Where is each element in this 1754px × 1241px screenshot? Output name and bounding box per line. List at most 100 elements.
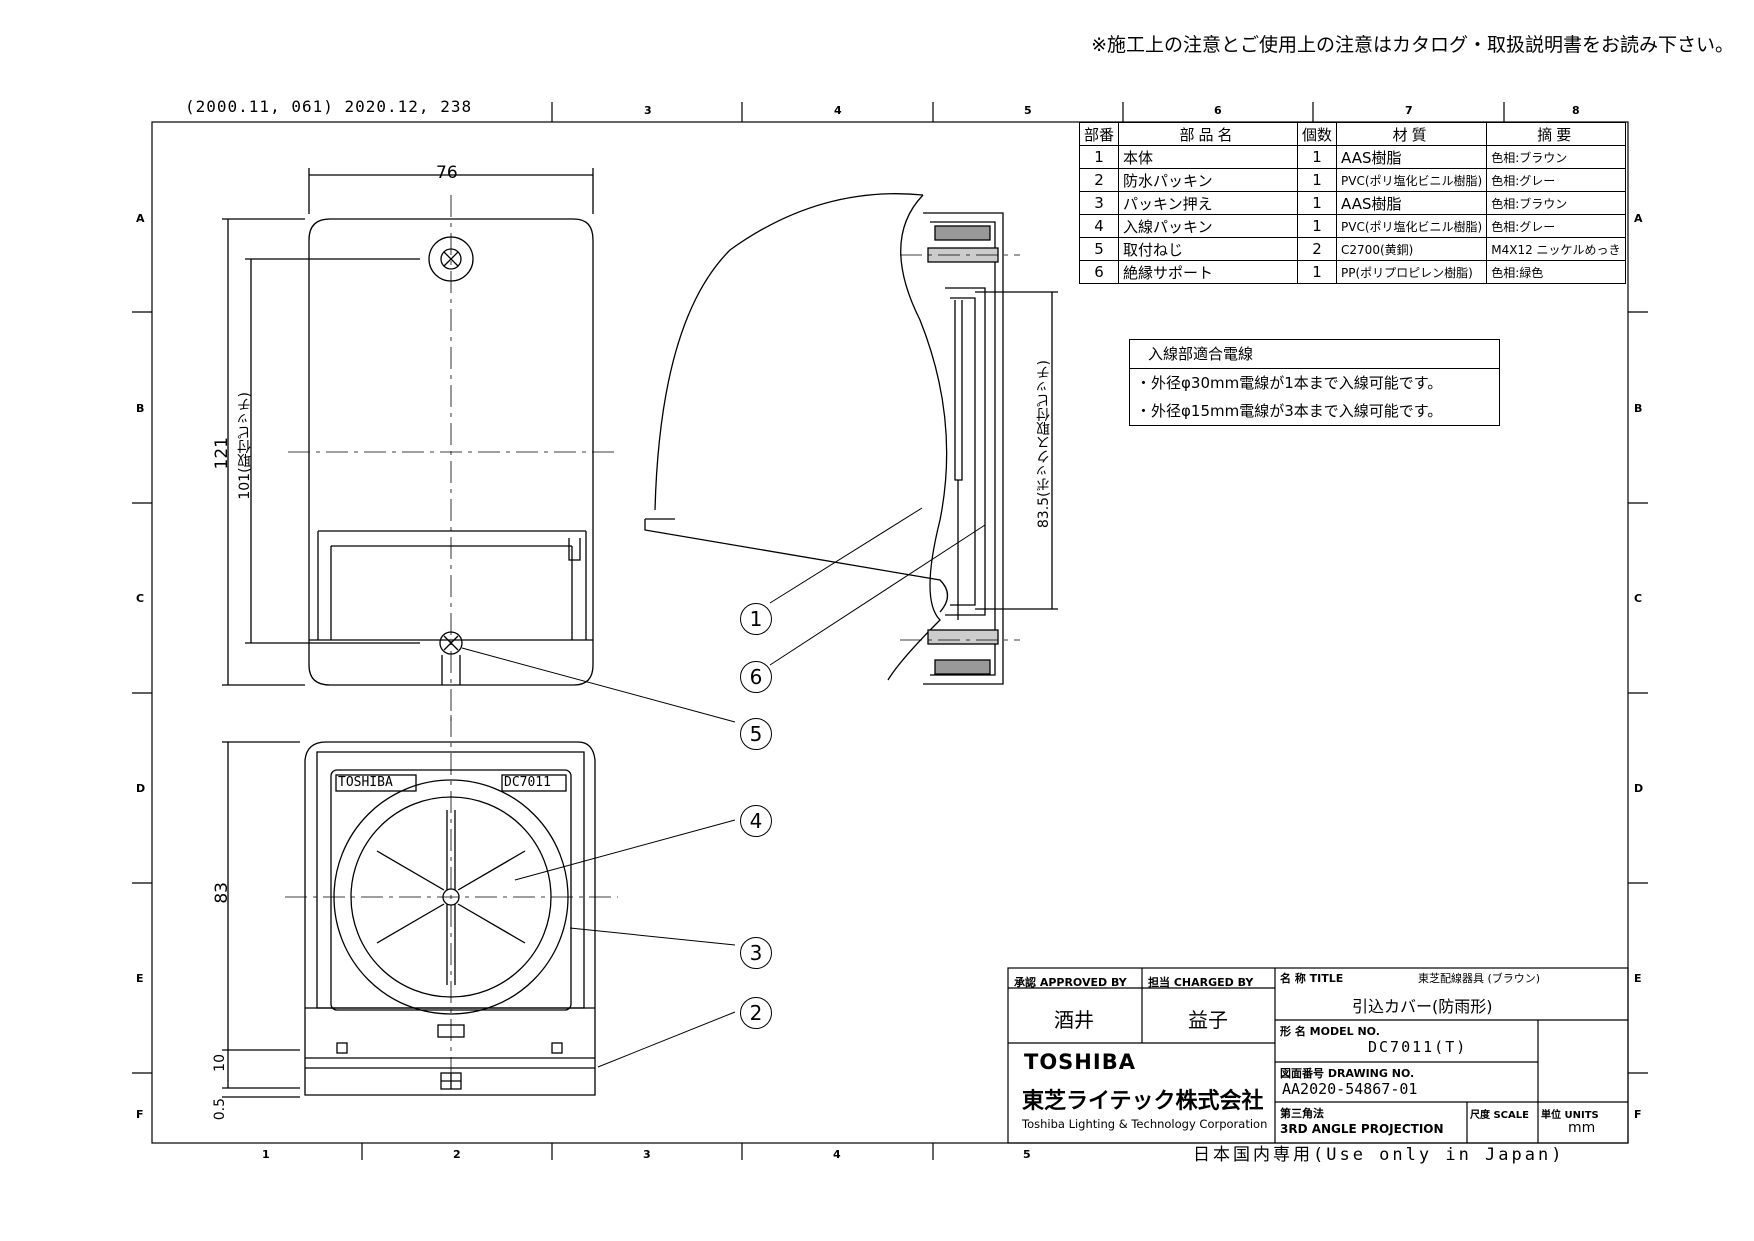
callout-5: 5 — [740, 718, 772, 750]
dim-width: 76 — [436, 163, 458, 183]
cell-qty: 2 — [1297, 237, 1338, 261]
wire-spec-line: ・外径φ30mm電線が1本まで入線可能です。 — [1136, 374, 1443, 392]
cell-name: 入線パッキン — [1118, 214, 1299, 238]
header-qty: 個数 — [1297, 122, 1338, 146]
units-label: 単位 UNITS — [1541, 1110, 1599, 1121]
grid-col-3: 3 — [644, 104, 652, 117]
cell-name: パッキン押え — [1118, 191, 1299, 215]
cell-no: 1 — [1078, 145, 1120, 169]
grid-col-7: 7 — [1405, 104, 1413, 117]
cell-material: C2700(黄銅) — [1336, 237, 1488, 261]
cell-note: 色相:グレー — [1486, 168, 1627, 192]
scale-label: 尺度 SCALE — [1470, 1110, 1529, 1121]
cell-note: 色相:緑色 — [1486, 260, 1627, 284]
top-note: ※施工上の注意とご使用上の注意はカタログ・取扱説明書をお読み下さい。 — [1091, 34, 1734, 56]
company-name-en: Toshiba Lighting & Technology Corporatio… — [1022, 1117, 1268, 1131]
header-material: 材質 — [1336, 122, 1488, 146]
drawing-label: 図面番号 DRAWING NO. — [1280, 1067, 1415, 1080]
table-row: 5 取付ねじ 2 C2700(黄銅) M4X12 ニッケルめっき — [1078, 237, 1627, 261]
drawing-number: AA2020-54867-01 — [1282, 1080, 1418, 1098]
part-model-label: DC7011 — [504, 775, 551, 790]
part-brand-label: TOSHIBA — [338, 775, 393, 790]
cell-qty: 1 — [1297, 214, 1338, 238]
revision-label: (2000.11, 061) 2020.12, 238 — [185, 97, 473, 116]
grid-row-c: C — [136, 592, 145, 605]
dim-05: 0.5 — [212, 1098, 228, 1121]
cell-material: AAS樹脂 — [1336, 191, 1488, 215]
projection-label: 第三角法 — [1280, 1107, 1324, 1120]
border-frame — [151, 121, 1629, 1144]
cell-note: M4X12 ニッケルめっき — [1486, 237, 1627, 261]
projection: 3RD ANGLE PROJECTION — [1280, 1122, 1444, 1136]
company-logo: TOSHIBA — [1024, 1050, 1136, 1074]
dim-height: 121 — [212, 437, 232, 470]
cell-qty: 1 — [1297, 168, 1338, 192]
cell-no: 4 — [1078, 214, 1120, 238]
section-view — [644, 193, 1058, 685]
title-label: 名 称 TITLE — [1280, 972, 1344, 985]
cell-qty: 1 — [1297, 145, 1338, 169]
callout-1: 1 — [740, 603, 772, 635]
grid-row-d: D — [136, 782, 146, 795]
title-product: 引込カバー(防雨形) — [1352, 997, 1493, 1016]
cell-note: 色相:グレー — [1486, 214, 1627, 238]
grid-row-b: B — [136, 402, 145, 415]
parts-table: 部番 部品名 個数 材質 摘要 1 本体 1 AAS樹脂 色相:ブラウン 2 防… — [1078, 122, 1627, 284]
cell-material: PVC(ポリ塩化ビニル樹脂) — [1336, 214, 1488, 238]
dim-box-pitch: 83.5(ボックス取付ピッチ) — [1036, 360, 1052, 529]
dim-pitch: 101(取付ピッチ) — [237, 392, 253, 500]
header-note: 摘要 — [1486, 122, 1627, 146]
cell-note: 色相:ブラウン — [1486, 145, 1627, 169]
approved-name: 酒井 — [1054, 1008, 1094, 1032]
cell-no: 5 — [1078, 237, 1120, 261]
grid-col-5: 5 — [1024, 104, 1032, 117]
table-row: 4 入線パッキン 1 PVC(ポリ塩化ビニル樹脂) 色相:グレー — [1078, 214, 1627, 238]
cell-no: 6 — [1078, 260, 1120, 284]
cell-material: PP(ポリプロピレン樹脂) — [1336, 260, 1488, 284]
model-label: 形 名 MODEL NO. — [1280, 1025, 1380, 1038]
model-number: DC7011(T) — [1368, 1038, 1468, 1056]
grid-row-c-right: C — [1634, 592, 1643, 605]
front-view — [222, 168, 594, 686]
cell-note: 色相:ブラウン — [1486, 191, 1627, 215]
title-block-lines — [1007, 967, 1629, 1144]
dim-bottom-height: 83 — [212, 882, 232, 904]
dim-10: 10 — [212, 1054, 228, 1072]
header-no: 部番 — [1078, 122, 1120, 146]
charged-name: 益子 — [1188, 1008, 1228, 1032]
grid-row-f: F — [136, 1108, 144, 1121]
grid-row-e: E — [136, 972, 144, 985]
grid-col-4: 4 — [834, 104, 842, 117]
grid-row-b-right: B — [1634, 402, 1643, 415]
table-row: 3 パッキン押え 1 AAS樹脂 色相:ブラウン — [1078, 191, 1627, 215]
grid-col-8: 8 — [1572, 104, 1580, 117]
units-value: mm — [1568, 1120, 1596, 1136]
grid-row-a: A — [136, 212, 145, 225]
cell-no: 2 — [1078, 168, 1120, 192]
grid-col-b4: 4 — [833, 1148, 841, 1161]
grid-col-b2: 2 — [453, 1148, 461, 1161]
table-row: 6 絶縁サポート 1 PP(ポリプロピレン樹脂) 色相:緑色 — [1078, 260, 1627, 284]
table-row: 2 防水パッキン 1 PVC(ポリ塩化ビニル樹脂) 色相:グレー — [1078, 168, 1627, 192]
cell-material: AAS樹脂 — [1336, 145, 1488, 169]
cell-qty: 1 — [1297, 191, 1338, 215]
footer-note: 日本国内専用(Use only in Japan) — [1193, 1145, 1565, 1165]
wire-spec-box: 入線部適合電線 ・外径φ30mm電線が1本まで入線可能です。 ・外径φ15mm電… — [1129, 339, 1500, 426]
parts-header-row: 部番 部品名 個数 材質 摘要 — [1078, 122, 1627, 146]
callout-2: 2 — [740, 997, 772, 1029]
grid-row-a-right: A — [1634, 212, 1643, 225]
grid-row-e-right: E — [1634, 972, 1642, 985]
grid-col-b3: 3 — [643, 1148, 651, 1161]
grid-col-b1: 1 — [262, 1148, 270, 1161]
cell-no: 3 — [1078, 191, 1120, 215]
grid-row-d-right: D — [1634, 782, 1644, 795]
charged-label: 担当 CHARGED BY — [1148, 976, 1254, 989]
cell-name: 本体 — [1118, 145, 1299, 169]
approved-label: 承認 APPROVED BY — [1014, 976, 1127, 989]
cell-name: 防水パッキン — [1118, 168, 1299, 192]
bottom-view — [222, 741, 596, 1098]
header-name: 部品名 — [1118, 122, 1299, 146]
wire-spec-line: ・外径φ15mm電線が3本まで入線可能です。 — [1136, 402, 1443, 420]
callout-6: 6 — [740, 661, 772, 693]
